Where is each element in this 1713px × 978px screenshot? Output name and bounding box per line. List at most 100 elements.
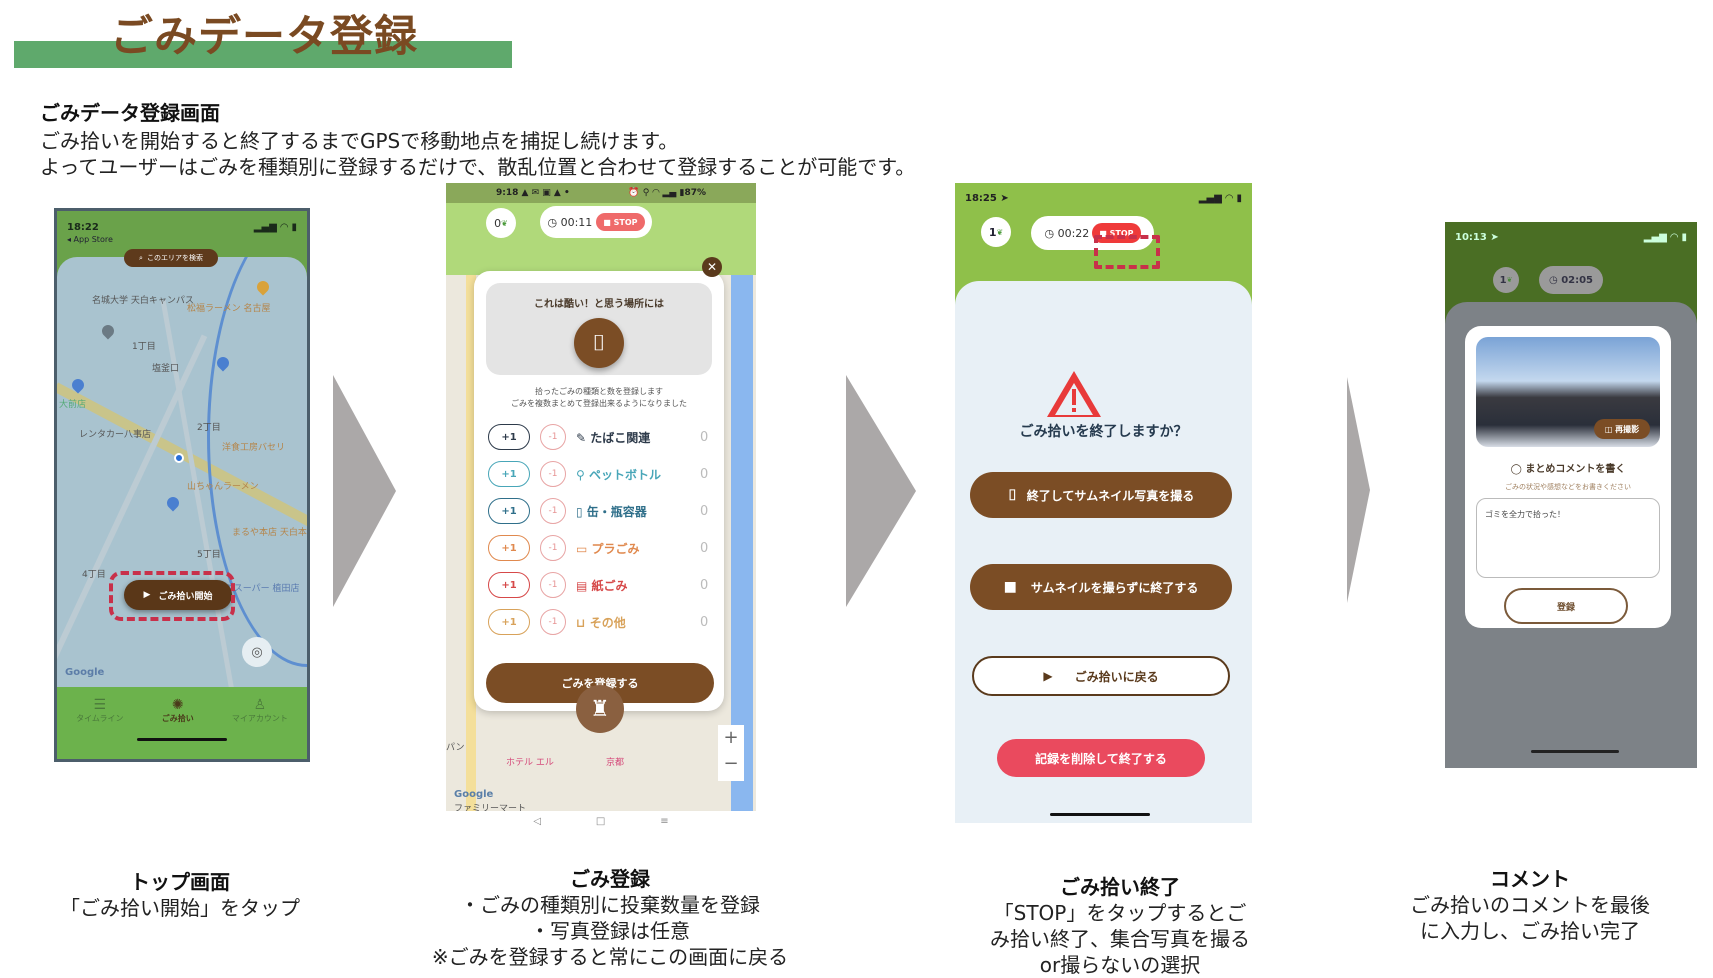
- trash-row: +1 -1 ⚲ ペットボトル 0: [474, 458, 724, 490]
- map-pin-icon[interactable]: [164, 494, 182, 512]
- highlight-stop-button: [1094, 235, 1160, 269]
- sprout-icon: ❦: [501, 218, 508, 228]
- status-time: 18:25: [965, 192, 997, 204]
- trash-row: +1 -1 ⊔ その他 0: [474, 606, 724, 638]
- home-indicator: [1050, 813, 1150, 816]
- timer-pill: ◷ 00:11 ■ STOP: [540, 206, 652, 238]
- finish-without-photo-button[interactable]: ■サムネイルを撮らずに終了する: [970, 564, 1232, 610]
- zoom-out-icon[interactable]: −: [723, 753, 739, 774]
- current-location-dot: [174, 453, 184, 463]
- map-label: 塩釜口: [152, 364, 180, 374]
- pickup-count-badge: 1❦: [981, 217, 1011, 247]
- flow-arrow: [1347, 377, 1370, 603]
- caption-comment: コメント ごみ拾いのコメントを最後 に入力し、ごみ拾い完了: [1410, 867, 1650, 943]
- section-heading: ごみデータ登録画面: [40, 101, 220, 125]
- clock-icon: ◷: [1044, 226, 1058, 240]
- group-photo-thumbnail[interactable]: ◫ 再撮影: [1476, 337, 1660, 447]
- status-icons: ▂▄▆ ◠ ▮: [253, 221, 297, 233]
- zoom-controls[interactable]: +−: [718, 725, 744, 781]
- search-area-button[interactable]: ⌕このエリアを検索: [124, 249, 218, 267]
- back-to-app-store[interactable]: ◂ App Store: [67, 235, 113, 244]
- register-modal: ✕ これは酷い！と思う場所には ⌷ 拾ったごみの種類と数を登録します ごみを複数…: [474, 257, 724, 711]
- map-label: 洋食工房バセリ: [222, 443, 286, 453]
- map-label: 大前店: [59, 400, 87, 410]
- map-label: アオキスーパー 植田店: [207, 584, 300, 594]
- caption-top-screen: トップ画面 「ごみ拾い開始」をタップ: [60, 870, 300, 920]
- status-bar: 18:22 ▂▄▆ ◠ ▮: [57, 211, 307, 237]
- decrement-button[interactable]: -1: [540, 424, 566, 450]
- decrement-button[interactable]: -1: [540, 461, 566, 487]
- tab-timeline[interactable]: ☰タイムライン: [76, 697, 124, 723]
- trash-count: 0: [700, 577, 709, 593]
- map-label: 2丁目: [197, 423, 221, 433]
- bottle-icon: ⚲: [576, 467, 589, 482]
- sprout-icon: ❦: [996, 227, 1004, 237]
- back-icon[interactable]: ◁: [533, 815, 542, 827]
- map-label: 4丁目: [82, 570, 106, 580]
- caption-finish: ごみ拾い終了 「STOP」をタップするとご み拾い終了、集合写真を撮る or撮ら…: [990, 875, 1250, 977]
- comment-textarea[interactable]: ゴミを全力で拾った！: [1476, 498, 1660, 578]
- camera-icon: ⌷: [1007, 486, 1017, 504]
- trash-count: 0: [700, 429, 709, 445]
- comment-screen-phone: 10:13 ➤ ▂▄▆ ◠ ▮ 1❦ ◷ 02:05 ◫ 再撮影 ◯ まとめコメ…: [1445, 222, 1697, 768]
- square-icon: ■: [1003, 579, 1017, 595]
- submit-comment-button[interactable]: 登録: [1504, 588, 1628, 624]
- menu-icon[interactable]: ≡: [660, 815, 669, 827]
- map-label: 山ちゃんラーメン: [187, 482, 259, 492]
- trash-row: +1 -1 ▭ プラごみ 0: [474, 532, 724, 564]
- play-icon: ▶: [143, 590, 151, 600]
- trash-row: +1 -1 ▯ 缶・瓶容器 0: [474, 495, 724, 527]
- close-icon[interactable]: ✕: [702, 257, 722, 277]
- trash-bag-fab-icon[interactable]: ♜: [576, 685, 624, 733]
- top-screen-phone: 18:22 ▂▄▆ ◠ ▮ ◂ App Store 名城大学 天白キャンパス 松…: [54, 208, 310, 762]
- status-bar: 9:18 ▲ ✉ ▣ ▲ • ⏰ ⚲ ◠ ▂▄ ▮87%: [446, 183, 756, 203]
- comment-heading: ◯ まとめコメントを書く: [1510, 464, 1626, 475]
- map-view[interactable]: ごみ拾いを終了しますか？: [955, 281, 1252, 823]
- tab-my-account[interactable]: ♙マイアカウント: [231, 697, 288, 723]
- page-title: ごみデータ登録: [110, 12, 418, 62]
- android-nav-bar: ◁ □ ≡: [446, 811, 756, 831]
- status-bar: 10:13 ➤ ▂▄▆ ◠ ▮: [1455, 231, 1687, 243]
- plastic-icon: ▭: [576, 541, 592, 556]
- stop-square-icon: ■: [1099, 228, 1110, 238]
- map-label: パン: [446, 743, 465, 753]
- bag-icon: ⊔: [576, 615, 590, 630]
- camera-icon: ◫: [1604, 424, 1616, 434]
- flow-arrow: [846, 375, 916, 607]
- finish-with-photo-button[interactable]: ⌷終了してサムネイル写真を撮る: [970, 472, 1232, 518]
- increment-button[interactable]: +1: [488, 572, 530, 598]
- speech-bubble-icon: ◯: [1510, 464, 1526, 475]
- photo-prompt: これは酷い！と思う場所には: [534, 299, 664, 310]
- description-line: ごみ拾いを開始すると終了するまでGPSで移動地点を捕捉し続けます。: [40, 129, 679, 153]
- increment-button[interactable]: +1: [488, 498, 530, 524]
- back-to-pickup-button[interactable]: ▶ごみ拾いに戻る: [972, 656, 1230, 696]
- trash-count: 0: [700, 503, 709, 519]
- flow-arrow: [333, 375, 396, 607]
- tab-pickup[interactable]: ✺ごみ拾い: [161, 697, 194, 723]
- decrement-button[interactable]: -1: [540, 572, 566, 598]
- camera-add-icon[interactable]: ⌷: [574, 318, 624, 368]
- zoom-in-icon[interactable]: +: [723, 727, 739, 748]
- increment-button[interactable]: +1: [488, 424, 530, 450]
- decrement-button[interactable]: -1: [540, 535, 566, 561]
- increment-button[interactable]: +1: [488, 609, 530, 635]
- delete-and-finish-button[interactable]: 記録を削除して終了する: [997, 739, 1205, 777]
- photo-area[interactable]: これは酷い！と思う場所には ⌷: [486, 283, 712, 375]
- increment-button[interactable]: +1: [488, 535, 530, 561]
- title-underline-bar: [14, 41, 512, 68]
- map-pin-icon[interactable]: [99, 322, 117, 340]
- decrement-button[interactable]: -1: [540, 498, 566, 524]
- locate-me-icon[interactable]: ◎: [242, 637, 272, 667]
- start-pickup-button[interactable]: ▶ごみ拾い開始: [124, 580, 232, 610]
- caption-register: ごみ登録 ・ごみの種類別に投棄数量を登録 ・写真登録は任意 ※ごみを登録すると常…: [431, 867, 789, 969]
- stop-button[interactable]: ■ STOP: [596, 213, 645, 231]
- trash-row: +1 -1 ▤ 紙ごみ 0: [474, 569, 724, 601]
- register-screen-phone: 9:18 ▲ ✉ ▣ ▲ • ⏰ ⚲ ◠ ▂▄ ▮87% ホテル エル 京都 パ…: [446, 183, 756, 831]
- bottom-tab-bar: ☰タイムライン ✺ごみ拾い ♙マイアカウント: [57, 687, 307, 759]
- decrement-button[interactable]: -1: [540, 609, 566, 635]
- map-label: ホテル エル: [506, 758, 554, 768]
- retake-photo-button[interactable]: ◫ 再撮影: [1594, 419, 1650, 439]
- increment-button[interactable]: +1: [488, 461, 530, 487]
- home-icon[interactable]: □: [595, 815, 606, 827]
- map-view[interactable]: 名城大学 天白キャンパス 松福ラーメン 名古屋 1丁目 塩釜口 大前店 レンタカ…: [57, 257, 307, 687]
